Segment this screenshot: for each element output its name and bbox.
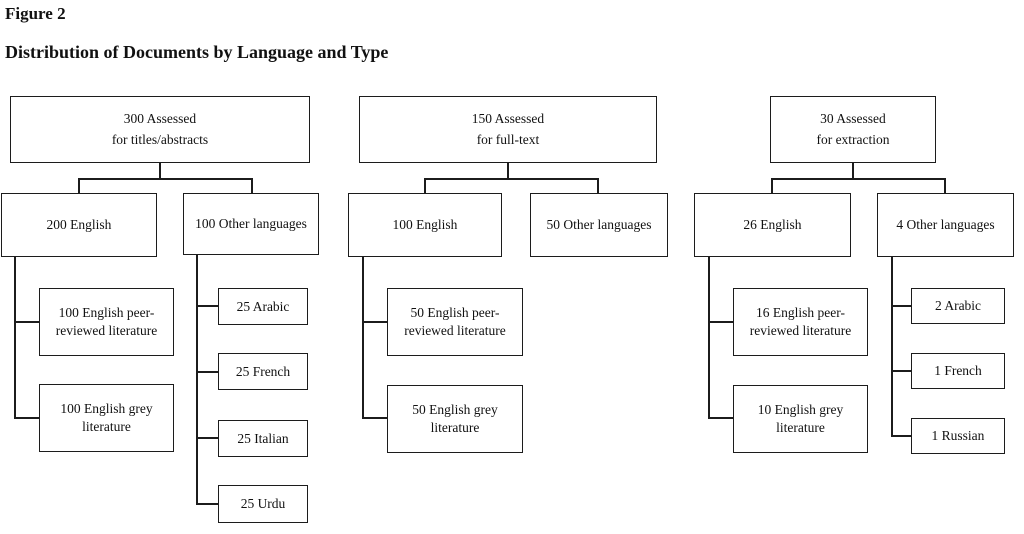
node-text: 25 French [235,363,291,379]
connector-line [507,162,509,180]
node-text-line1: 150 Assessed [471,110,545,126]
connector-line [771,178,946,180]
connector-line [196,503,218,505]
connector-line [362,257,364,419]
connector-line [891,305,911,307]
node-16-english-peer-reviewed: 16 English peer-reviewed literature [733,288,868,356]
connector-line [891,257,893,437]
node-10-english-grey: 10 English grey literature [733,385,868,453]
node-200-english: 200 English [1,193,157,257]
connector-line [891,370,911,372]
node-text-line2: for extraction [816,131,890,147]
node-50-other-languages: 50 Other languages [530,193,668,257]
node-text-line1: 30 Assessed [820,110,886,126]
node-text: 25 Italian [237,430,289,446]
connector-line [14,321,39,323]
connector-line [251,178,253,194]
connector-line [78,178,80,194]
node-text: 100 Other languages [195,216,307,232]
node-30-assessed-extraction: 30 Assessed for extraction [770,96,936,163]
figure-number-label: Figure 2 [5,4,66,23]
connector-line [944,178,946,194]
connector-line [196,437,218,439]
node-text: 200 English [46,217,112,233]
node-text-line2: for titles/abstracts [111,131,209,147]
connector-line [852,162,854,180]
connector-line [424,178,426,194]
node-25-french: 25 French [218,353,308,390]
node-1-french: 1 French [911,353,1005,389]
node-100-other-languages: 100 Other languages [183,193,319,255]
node-text: 26 English [743,217,802,233]
node-50-english-grey: 50 English grey literature [387,385,523,453]
node-text: 1 Russian [931,428,985,444]
node-text: 10 English grey literature [757,402,844,435]
node-text: 100 English peer-reviewed literature [55,305,158,338]
node-text: 50 Other languages [546,217,652,233]
connector-line [362,321,387,323]
node-1-russian: 1 Russian [911,418,1005,454]
node-150-assessed-full-text: 150 Assessed for full-text [359,96,657,163]
connector-line [78,178,253,180]
connector-line [708,257,710,419]
node-4-other-languages: 4 Other languages [877,193,1014,257]
connector-line [708,417,733,419]
node-26-english: 26 English [694,193,851,257]
connector-line [362,417,387,419]
node-50-english-peer-reviewed: 50 English peer-reviewed literature [387,288,523,356]
node-100-english-fulltext: 100 English [348,193,502,257]
node-text: 50 English grey literature [412,402,498,435]
node-text: 100 English grey literature [60,401,153,434]
node-25-urdu: 25 Urdu [218,485,308,523]
connector-line [196,255,198,504]
figure-title: Distribution of Documents by Language an… [5,42,389,62]
connector-line [14,417,39,419]
connector-line [771,178,773,194]
node-text: 50 English peer-reviewed literature [404,305,506,338]
node-25-arabic: 25 Arabic [218,288,308,325]
connector-line [597,178,599,194]
node-25-italian: 25 Italian [218,420,308,457]
node-text: 2 Arabic [934,298,982,314]
node-text: 16 English peer-reviewed literature [749,305,852,338]
node-text: 1 French [934,363,982,379]
node-text: 100 English [392,217,458,233]
connector-line [14,257,16,419]
connector-line [196,371,218,373]
node-text: 25 Arabic [236,298,290,314]
node-text: 25 Urdu [240,496,286,512]
node-text: 4 Other languages [896,217,995,233]
connector-line [708,321,733,323]
node-text-line1: 300 Assessed [123,110,197,126]
connector-line [196,305,218,307]
node-100-english-grey: 100 English grey literature [39,384,174,452]
connector-line [424,178,599,180]
connector-line [891,435,911,437]
node-100-english-peer-reviewed: 100 English peer-reviewed literature [39,288,174,356]
node-text-line2: for full-text [476,131,540,147]
node-300-assessed-titles-abstracts: 300 Assessed for titles/abstracts [10,96,310,163]
connector-line [159,162,161,180]
node-2-arabic: 2 Arabic [911,288,1005,324]
